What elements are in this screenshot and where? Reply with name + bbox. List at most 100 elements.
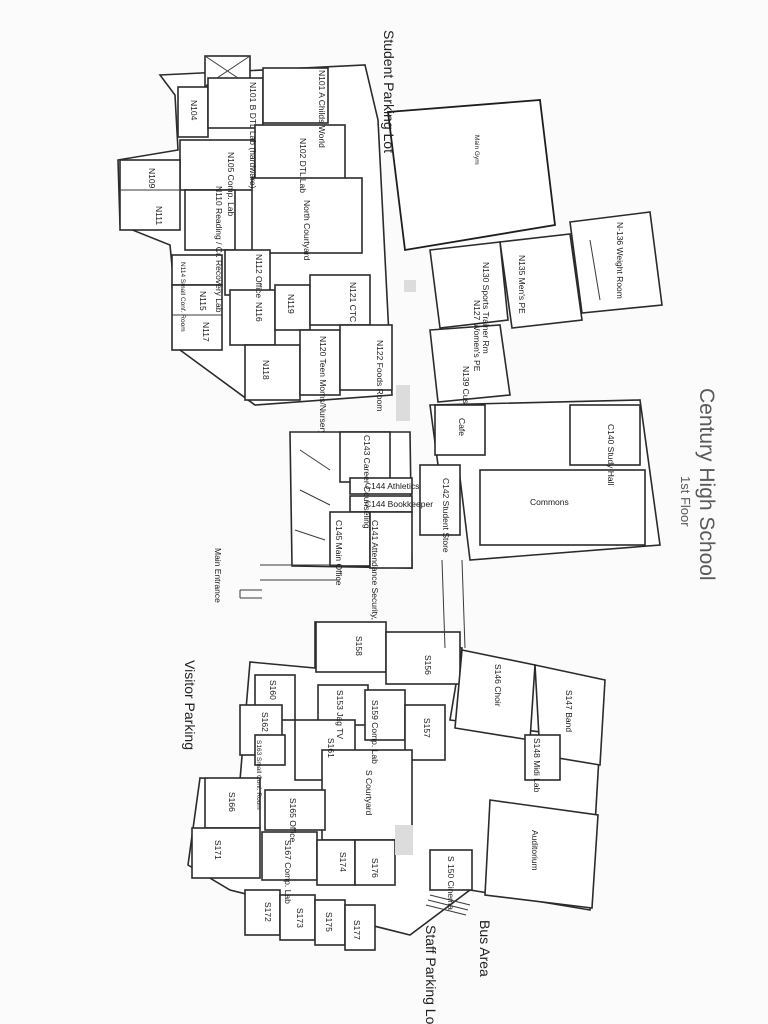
- room-n115-n117[interactable]: [171, 284, 223, 351]
- label-s165: S165 Office: [288, 798, 298, 843]
- label-n115: N115: [198, 291, 208, 311]
- gym-wing: [386, 99, 663, 403]
- room-s176[interactable]: [354, 839, 396, 886]
- room-s171[interactable]: [191, 827, 261, 879]
- room-c140[interactable]: [569, 404, 641, 466]
- room-c141[interactable]: [369, 511, 413, 569]
- label-s174: S174: [338, 852, 348, 872]
- room-s165[interactable]: [264, 789, 326, 831]
- label-s158: S158: [354, 636, 364, 656]
- label-s171: S171: [213, 840, 223, 860]
- label-n121: N121 CTC: [348, 282, 358, 322]
- room-n136[interactable]: [569, 211, 663, 314]
- room-s159[interactable]: [364, 689, 406, 741]
- label-n102: N102 DTL Lab: [298, 138, 308, 193]
- label-s159: S159 Comp. Lab: [370, 700, 380, 764]
- room-s156[interactable]: [385, 631, 461, 685]
- label-s147: S147 Band: [564, 690, 574, 732]
- label-c144-athletics: C144 Athletics: [365, 481, 419, 491]
- room-n120[interactable]: [299, 329, 341, 396]
- room-n101b[interactable]: [207, 77, 264, 129]
- room-n109-n111[interactable]: [119, 159, 181, 231]
- label-n120: N120 Teen Moms/Nursery: [318, 336, 328, 435]
- label-s150: S 150 Cinema: [446, 856, 456, 910]
- label-s167: S167 Comp. Lab: [283, 840, 293, 904]
- room-auditorium[interactable]: [484, 799, 599, 909]
- room-n110[interactable]: [184, 189, 236, 251]
- label-n104: N104: [189, 100, 199, 121]
- room-s175[interactable]: [314, 899, 346, 946]
- room-n119[interactable]: [274, 284, 311, 331]
- room-s173[interactable]: [279, 894, 316, 941]
- room-n121[interactable]: [309, 274, 371, 326]
- label-s157: S157: [422, 718, 432, 738]
- room-s174[interactable]: [316, 839, 356, 886]
- room-s172[interactable]: [244, 889, 281, 936]
- label-auditorium: Auditorium: [530, 830, 540, 871]
- label-south-courtyard: S Courtyard: [364, 770, 374, 816]
- south-wing: [187, 559, 606, 951]
- label-n110: N110 Reading / Cr. Recovery Lab: [214, 186, 224, 313]
- map-title: Century High School: [695, 388, 718, 581]
- label-c145: C145 Main Office: [334, 520, 344, 586]
- label-s172: S172: [263, 902, 273, 922]
- room-n135[interactable]: [499, 233, 583, 329]
- room-n114[interactable]: [171, 254, 223, 286]
- room-c143[interactable]: [339, 431, 391, 483]
- label-s153: S153 Jag TV: [335, 690, 345, 739]
- room-s177[interactable]: [344, 904, 376, 951]
- label-c142: C142 Student Store: [441, 478, 451, 553]
- room-cafe[interactable]: [434, 404, 486, 456]
- room-c145[interactable]: [329, 511, 371, 567]
- label-s166: S166: [227, 792, 237, 812]
- label-s162: S162: [260, 712, 270, 732]
- room-n139[interactable]: [429, 324, 511, 403]
- label-s175: S175: [324, 912, 334, 932]
- hallway-shade-south: [395, 825, 413, 855]
- room-n122[interactable]: [339, 324, 393, 391]
- label-n139: N139 Custodian: [461, 366, 471, 427]
- room-c144-athletics[interactable]: [349, 477, 413, 495]
- room-s158[interactable]: [315, 621, 387, 673]
- label-n118: N118: [261, 360, 271, 380]
- label-s148: S148 Midi Lab: [532, 738, 542, 793]
- main-gym[interactable]: [386, 99, 556, 252]
- room-s150[interactable]: [429, 849, 473, 891]
- label-visitor-parking: Visitor Parking: [182, 660, 198, 750]
- room-n116[interactable]: [229, 289, 276, 346]
- north-wing: [117, 55, 416, 406]
- label-s160: S160: [268, 680, 278, 700]
- label-cafe: Cafe: [457, 418, 467, 436]
- label-student-parking: Student Parking Lot: [381, 30, 397, 153]
- room-s148[interactable]: [524, 734, 561, 781]
- label-s173: S173: [295, 908, 305, 928]
- label-s146: S146 Choir: [493, 664, 503, 707]
- room-n118[interactable]: [244, 344, 301, 401]
- map-subtitle: 1st Floor: [678, 476, 693, 527]
- label-n105: N105 Comp. Lab: [226, 152, 236, 217]
- label-n111: N111: [154, 206, 164, 225]
- label-main-entrance: Main Entrance: [213, 548, 223, 603]
- room-n105[interactable]: [179, 139, 256, 191]
- label-n117: N117: [201, 322, 211, 342]
- label-n109: N109: [147, 168, 157, 189]
- label-n116: N116: [254, 302, 264, 322]
- room-n101a[interactable]: [262, 67, 329, 124]
- label-n122: N122 Foods Room: [375, 340, 385, 411]
- label-s156: S156: [423, 655, 433, 675]
- label-s176: S176: [370, 858, 380, 878]
- room-n130-n127[interactable]: [429, 241, 509, 329]
- label-c143: C143 Career Counseling: [362, 435, 372, 529]
- room-c142[interactable]: [419, 464, 461, 536]
- stairwell-north: [404, 280, 416, 292]
- room-s167[interactable]: [261, 831, 318, 881]
- center-wing: [239, 385, 661, 599]
- room-s163[interactable]: [254, 734, 286, 766]
- room-s166[interactable]: [204, 777, 261, 829]
- label-main-gym: Main Gym: [473, 135, 480, 165]
- label-s177: S177: [352, 920, 362, 940]
- label-n119: N119: [286, 294, 296, 314]
- label-n127: N127 Women's PE: [472, 300, 482, 372]
- label-c140: C140 Study Hall: [606, 424, 616, 486]
